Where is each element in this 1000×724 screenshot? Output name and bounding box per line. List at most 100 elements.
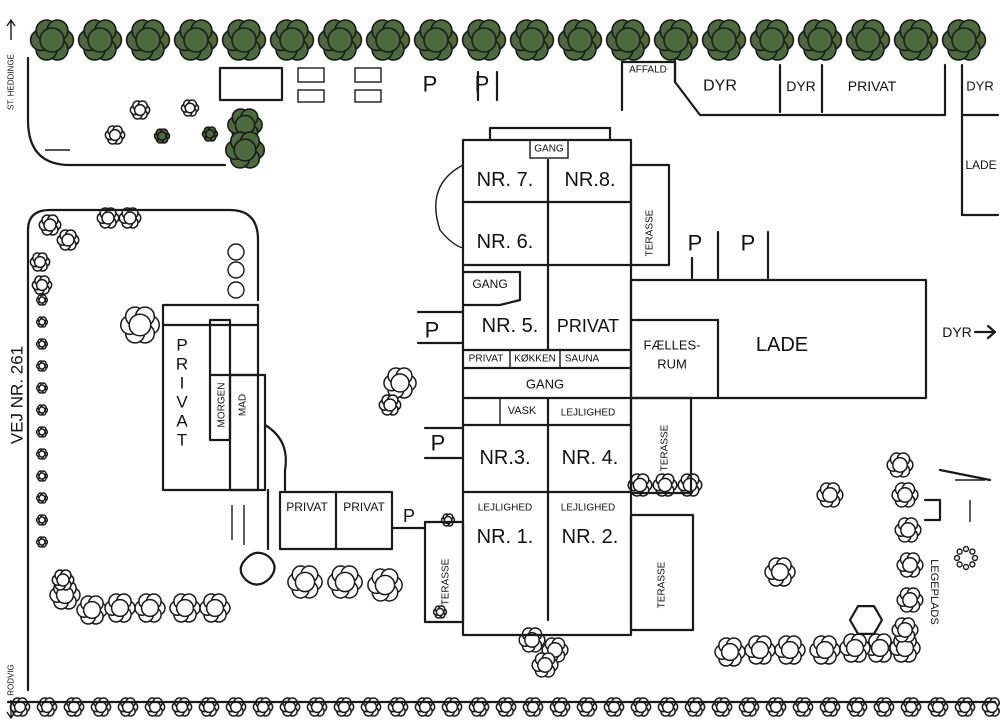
bush-icon — [225, 697, 247, 717]
sandbox-dot — [969, 561, 976, 568]
bush-icon — [927, 697, 949, 717]
label-privat-lower-b: PRIVAT — [343, 500, 385, 514]
tree-icon — [893, 19, 939, 61]
label-nr4: NR. 4. — [562, 447, 619, 469]
bush-icon — [518, 627, 546, 653]
tree-icon — [201, 126, 219, 142]
label-dyr-arrow: DYR — [942, 324, 972, 340]
label-lade-main: LADE — [756, 334, 808, 356]
bush-icon — [90, 697, 112, 717]
tree-icon — [749, 19, 795, 61]
bush-icon — [134, 593, 166, 623]
label-lejlighed-4: LEJLIGHED — [561, 408, 615, 419]
tree-icon — [605, 19, 651, 61]
hedge-circle — [227, 261, 245, 279]
label-privat-v-5: T — [177, 431, 187, 450]
label-terasse-3: TERASSE — [657, 561, 668, 608]
bush-icon — [954, 697, 976, 717]
shrub-icon — [35, 360, 49, 372]
north-arrow-icon — [6, 18, 16, 40]
parking-p-7: P — [403, 506, 415, 526]
shrub-icon — [35, 536, 49, 548]
bush-icon — [378, 394, 402, 416]
bush-icon — [809, 635, 841, 665]
label-nr2: NR. 2. — [562, 526, 619, 548]
bush-icon — [38, 214, 62, 236]
bush-icon — [327, 565, 363, 599]
bush-icon — [104, 593, 136, 623]
bush-icon — [306, 697, 328, 717]
bush-icon — [252, 697, 274, 717]
label-faelles-2: RUM — [657, 357, 687, 372]
hedge-circle — [227, 243, 245, 261]
road-rodvig: RODVIG — [7, 664, 16, 696]
bush-icon — [129, 100, 151, 120]
sandbox-dot — [953, 554, 961, 562]
south-arrow-icon — [6, 700, 16, 720]
tree-icon — [125, 19, 171, 61]
sandbox-dot — [969, 548, 976, 555]
bush-icon — [169, 593, 201, 623]
road-st-heddinge: ST. HEDDINGE — [7, 54, 16, 110]
bush-icon — [180, 99, 200, 117]
tree-icon — [845, 19, 891, 61]
pond-icon — [239, 551, 276, 586]
bush-icon — [738, 697, 760, 717]
bush-icon — [287, 565, 323, 599]
bush-icon — [764, 557, 796, 587]
label-privat-small: PRIVAT — [469, 354, 504, 365]
label-nr6: NR. 6. — [477, 231, 534, 253]
sandbox-dot — [956, 561, 963, 568]
label-privat-top: PRIVAT — [848, 78, 897, 94]
bush-icon — [29, 252, 51, 272]
top-row-labels: AFFALD DYR DYR PRIVAT DYR LADE — [629, 65, 997, 173]
tree-icon — [173, 19, 219, 61]
parking-p-5: P — [425, 318, 440, 343]
label-kokken: KØKKEN — [514, 354, 556, 365]
bush-icon — [774, 635, 806, 665]
bush-icon — [891, 482, 919, 508]
bush-icon — [36, 697, 58, 717]
label-terasse-2: TERASSE — [660, 424, 671, 471]
label-nr7: NR. 7. — [477, 169, 534, 191]
room-labels: NR. 7. NR.8. GANG NR. 6. GANG NR. 5. PRI… — [176, 144, 808, 609]
bush-icon — [441, 697, 463, 717]
left-building — [161, 303, 427, 551]
bush-icon — [765, 697, 787, 717]
label-lade-side: LADE — [965, 158, 996, 172]
tree-icon — [29, 19, 75, 61]
bush-icon — [387, 697, 409, 717]
tree-icon — [365, 19, 411, 61]
bush-icon — [117, 697, 139, 717]
pavilion-icon — [848, 605, 884, 635]
bush-icon — [367, 568, 403, 602]
bush-icon — [76, 595, 108, 625]
shrub-icon — [35, 316, 49, 328]
bush-icon — [886, 452, 914, 478]
bush-icon — [119, 306, 161, 344]
road-vej-261: VEJ NR. 261 — [8, 346, 27, 444]
label-nr1: NR. 1. — [477, 526, 534, 548]
road-labels: VEJ NR. 261 ST. HEDDINGE RODVIG DYR — [6, 18, 997, 720]
tree-icon — [227, 108, 263, 142]
label-gang-left: GANG — [472, 277, 507, 291]
bush-icon — [891, 617, 919, 643]
tree-icon — [557, 19, 603, 61]
tree-icon — [221, 19, 267, 61]
shrub-icon — [35, 514, 49, 526]
label-dyr-2: DYR — [786, 78, 816, 94]
shrub-icon — [35, 448, 49, 460]
label-morgenmad-2: MAD — [238, 394, 249, 416]
bush-icon — [9, 697, 31, 717]
bush-icon — [118, 207, 142, 229]
label-nr3: NR.3. — [479, 447, 530, 469]
label-gang-mid: GANG — [526, 377, 564, 392]
label-affald: AFFALD — [629, 65, 667, 76]
bush-icon — [839, 633, 871, 663]
tree-icon — [77, 19, 123, 61]
tree-icon — [153, 128, 171, 144]
label-nr5: NR. 5. — [482, 315, 539, 337]
sandbox-dot — [956, 548, 963, 555]
bush-icon — [864, 633, 896, 663]
